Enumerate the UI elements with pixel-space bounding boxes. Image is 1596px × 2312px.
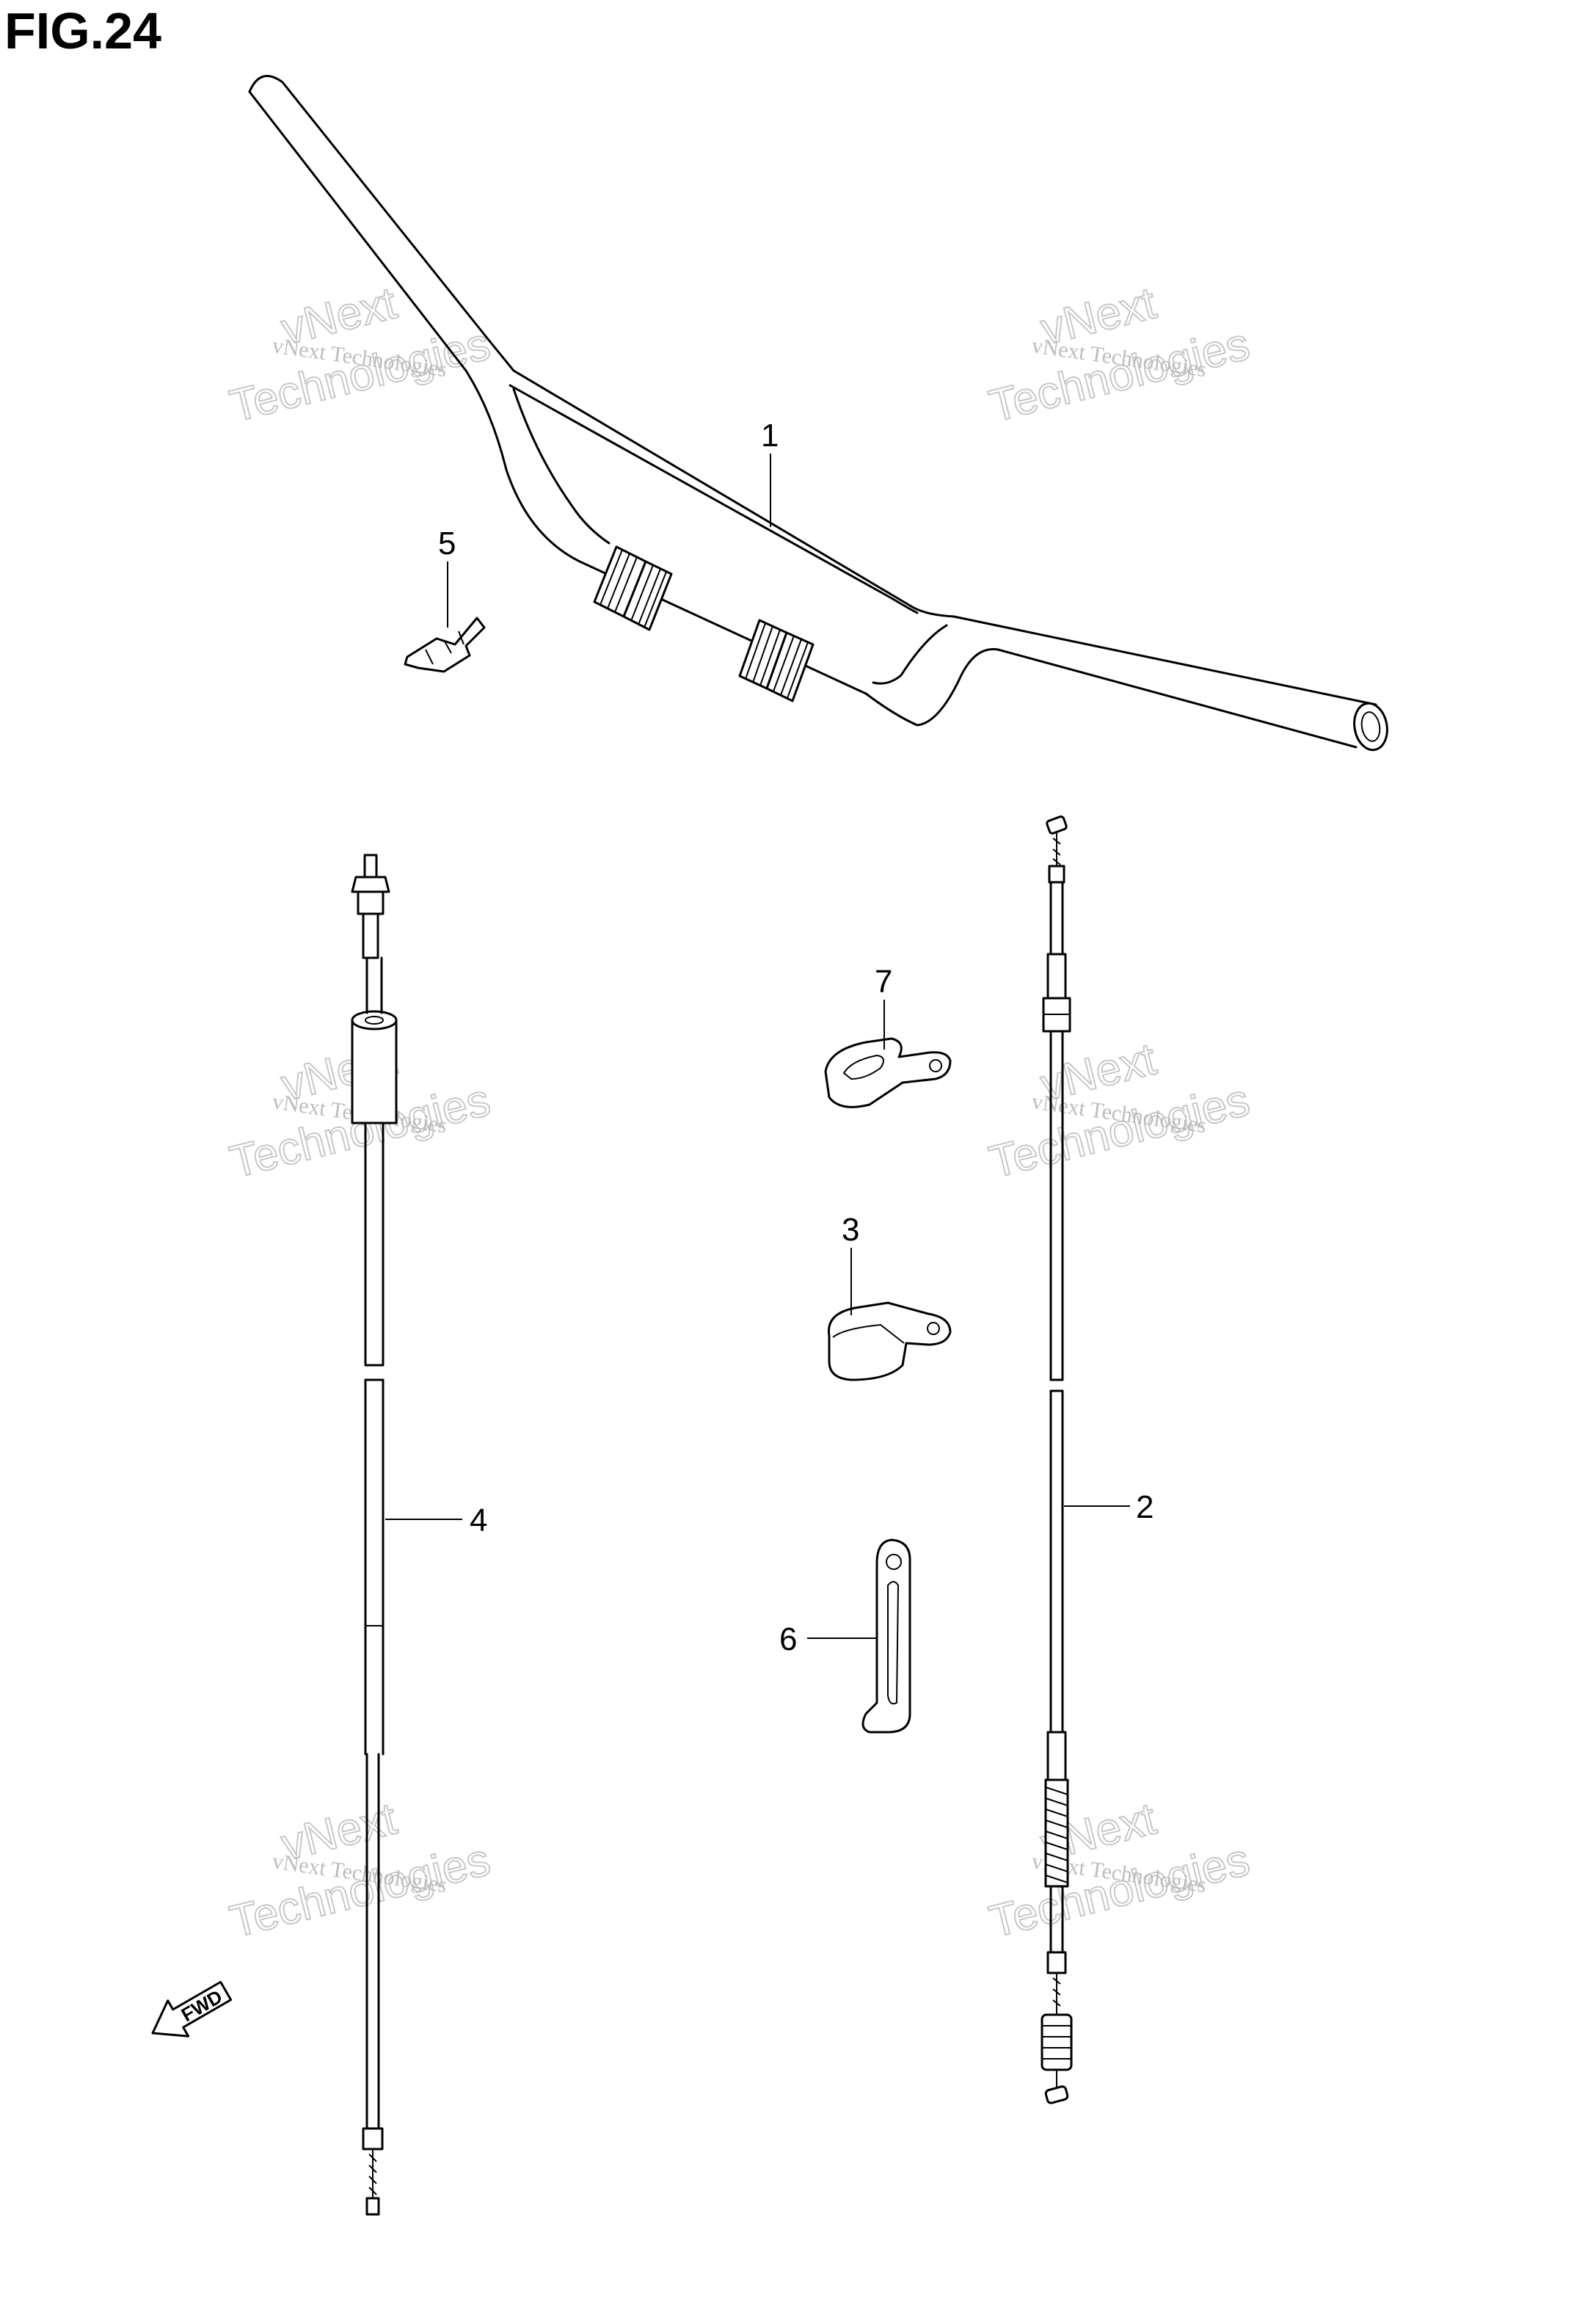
cable-2-spring [1044,1778,1069,1888]
part-clip-5[interactable]: 5 [404,526,486,673]
cable-2-bottom-wire-twist [1052,1977,1061,2007]
cable-2-sleeve-joint [1046,953,1067,1000]
cable-4-nut [351,876,390,893]
handlebar-end-bore [1360,711,1381,742]
cable-2-top-wire-twist [1052,837,1061,865]
clamp-7-slot [842,1054,884,1080]
cable-4-boot-top [351,1010,398,1030]
cable-2-housing-upper [1049,1030,1064,1381]
cable-4-housing-bottom [365,1753,380,2130]
cable-4-housing-upper [364,1122,385,1367]
cable-4-adjuster [357,890,385,915]
cable-2-housing-lower [1049,1389,1064,1734]
callout-2[interactable]: 2 [1136,1489,1154,1525]
cable-4-ferrule [362,2127,384,2151]
cable-2-bottom-ferrule [1046,1951,1067,1974]
clamp-7-hole [929,1059,942,1072]
cable-2-bottom-sleeve [1049,1885,1064,1954]
clamp-3-hole [927,1322,940,1335]
guide-6-body [861,1538,911,1734]
watermark-bottom-right: vNext Technologies vNext Technologies [984,1792,1256,1948]
cable-4-housing-lower [364,1378,385,1756]
clamp-3-body [827,1301,952,1381]
callout-4[interactable]: 4 [470,1502,487,1538]
cable-2-top-nipple [1046,815,1068,835]
callout-5[interactable]: 5 [438,526,456,561]
part-guide-6[interactable]: 6 [779,1538,911,1734]
watermark-mid-right: vNext Technologies vNext Technologies [984,1033,1256,1188]
callout-1[interactable]: 1 [761,418,779,454]
cable-4-break [364,1364,385,1381]
knurl-right [738,619,815,702]
callout-3[interactable]: 3 [842,1212,859,1248]
callout-7[interactable]: 7 [875,964,892,1000]
fwd-arrow-icon: FWD [151,1980,233,2037]
clip-5-detail [425,630,464,665]
callout-6[interactable]: 6 [779,1621,797,1657]
handlebar-outline-lower [248,90,1358,749]
fwd-arrow-shape [151,1980,233,2037]
cable-2-lower-ferrule [1046,1731,1067,1781]
cable-2-end-nipple [1044,2085,1069,2104]
guide-6-hole [886,1554,902,1570]
guide-6-slot [887,1581,900,1705]
cable-2-break [1049,1378,1064,1392]
cable-4-boot-bore [365,1016,384,1025]
clip-5-body [404,617,486,673]
cable-4-wire-twist [368,2153,377,2195]
clamp-3-fold [832,1323,905,1344]
knurl-left [593,545,673,631]
part-cable-2[interactable]: 2 [1041,815,1154,2104]
handlebar-right-bend [872,624,948,685]
part-clamp-3[interactable]: 3 [827,1212,952,1381]
part-cable-4[interactable]: 4 [351,854,487,2216]
watermark-top-right: vNext Technologies vNext Technologies [984,277,1256,432]
cable-4-thread-tip [363,854,378,880]
cable-2-upper-sleeve [1049,881,1064,956]
cable-2-top-ferrule [1048,865,1065,884]
handlebar-inner-contour [512,388,611,545]
cable-4-boot [351,1019,398,1124]
clamp-7-body [824,1037,952,1108]
handlebar-outline-upper [248,75,1377,706]
handlebar-crossbar-line [509,384,919,614]
part-clamp-7[interactable]: 7 [824,964,952,1108]
watermark-bottom-left: vNext Technologies vNext Technologies [225,1792,496,1948]
cable-4-upper-sleeve [362,912,379,959]
cable-4-end-nipple [365,2197,380,2216]
figure-title: FIG.24 [4,2,161,59]
handlebar-end-cap [1353,702,1388,752]
part-handlebar[interactable]: 1 [248,75,1391,753]
cable-2-bottom-barrel [1041,2013,1073,2071]
